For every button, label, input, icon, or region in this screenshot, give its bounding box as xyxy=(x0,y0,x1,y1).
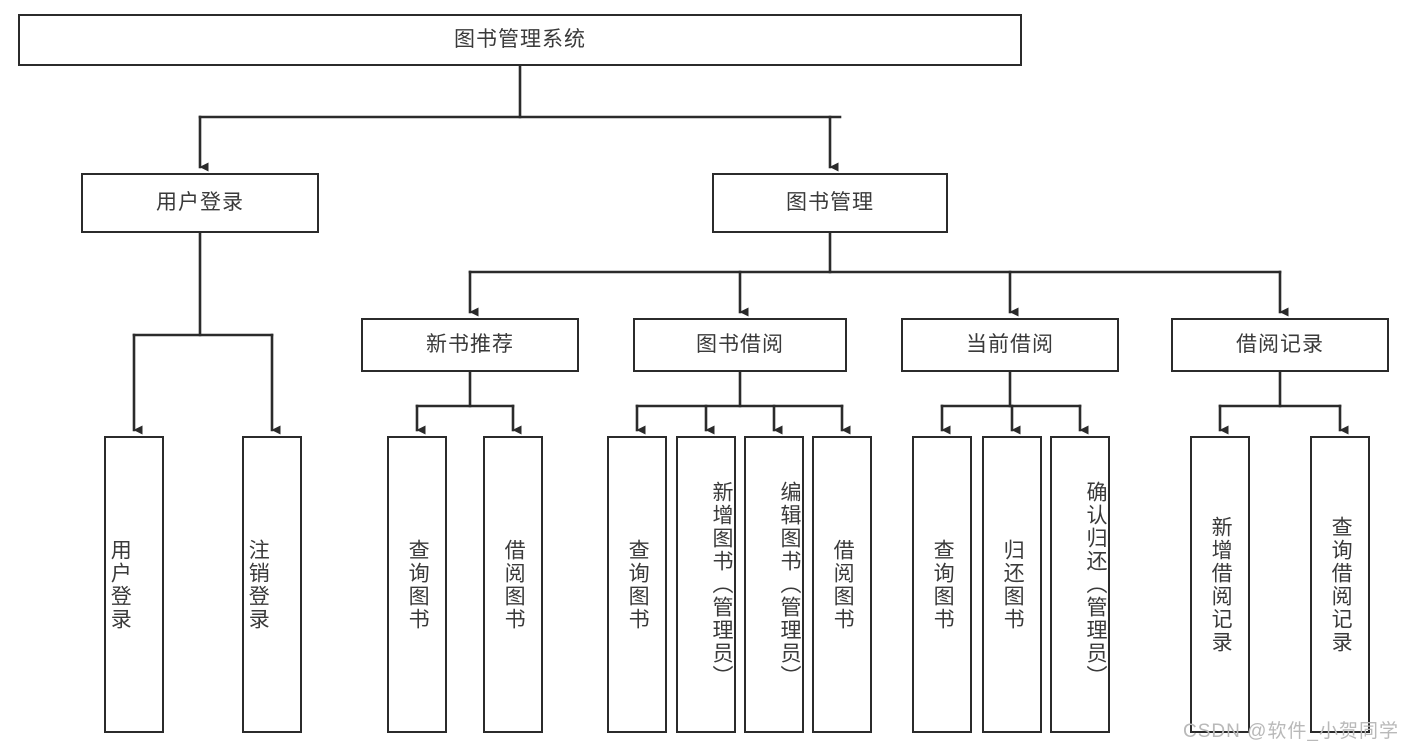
node-leaf-confirm-return-label: 确认归还（管理员） xyxy=(1084,481,1107,688)
node-leaf-confirm-return[interactable]: 确认归还（管理员） xyxy=(1050,436,1110,733)
watermark: CSDN @软件_小贺同学 xyxy=(1183,721,1399,742)
node-book-borrow[interactable]: 图书借阅 xyxy=(633,318,847,372)
node-leaf-return-book[interactable]: 归还图书 xyxy=(982,436,1042,733)
node-book-borrow-label: 图书借阅 xyxy=(696,333,784,357)
node-leaf-add-book[interactable]: 新增图书（管理员） xyxy=(676,436,736,733)
node-new-book-rec[interactable]: 新书推荐 xyxy=(361,318,579,372)
node-user-login-label: 用户登录 xyxy=(156,191,244,215)
node-leaf-cur-query[interactable]: 查询图书 xyxy=(912,436,972,733)
node-new-book-rec-label: 新书推荐 xyxy=(426,333,514,357)
node-leaf-cur-query-label: 查询图书 xyxy=(931,538,955,631)
node-current-borrow-label: 当前借阅 xyxy=(966,333,1054,357)
node-leaf-query-record[interactable]: 查询借阅记录 xyxy=(1310,436,1370,733)
node-leaf-rec-borrow-label: 借阅图书 xyxy=(502,538,526,631)
node-leaf-edit-book[interactable]: 编辑图书（管理员） xyxy=(744,436,804,733)
node-book-manage[interactable]: 图书管理 xyxy=(712,173,948,233)
node-leaf-add-book-label: 新增图书（管理员） xyxy=(710,481,733,688)
node-book-manage-label: 图书管理 xyxy=(786,191,874,215)
node-leaf-borrow-book-label: 借阅图书 xyxy=(831,538,855,631)
node-leaf-return-book-label: 归还图书 xyxy=(1001,538,1025,631)
node-leaf-logout-label: 注销登录 xyxy=(246,538,270,631)
node-leaf-add-record-label: 新增借阅记录 xyxy=(1209,515,1233,654)
node-leaf-user-login-label: 用户登录 xyxy=(108,538,132,631)
node-leaf-add-record[interactable]: 新增借阅记录 xyxy=(1190,436,1250,733)
node-leaf-edit-book-label: 编辑图书（管理员） xyxy=(778,481,801,688)
node-leaf-borrow-query-label: 查询图书 xyxy=(626,538,650,631)
node-current-borrow[interactable]: 当前借阅 xyxy=(901,318,1119,372)
node-borrow-record[interactable]: 借阅记录 xyxy=(1171,318,1389,372)
node-root-label: 图书管理系统 xyxy=(454,28,586,52)
node-root[interactable]: 图书管理系统 xyxy=(18,14,1022,66)
node-leaf-borrow-book[interactable]: 借阅图书 xyxy=(812,436,872,733)
node-leaf-rec-borrow[interactable]: 借阅图书 xyxy=(483,436,543,733)
node-leaf-user-login[interactable]: 用户登录 xyxy=(104,436,164,733)
node-borrow-record-label: 借阅记录 xyxy=(1236,333,1324,357)
node-leaf-rec-query[interactable]: 查询图书 xyxy=(387,436,447,733)
node-leaf-logout[interactable]: 注销登录 xyxy=(242,436,302,733)
node-leaf-query-record-label: 查询借阅记录 xyxy=(1329,515,1353,654)
node-leaf-borrow-query[interactable]: 查询图书 xyxy=(607,436,667,733)
node-user-login[interactable]: 用户登录 xyxy=(81,173,319,233)
node-leaf-rec-query-label: 查询图书 xyxy=(406,538,430,631)
